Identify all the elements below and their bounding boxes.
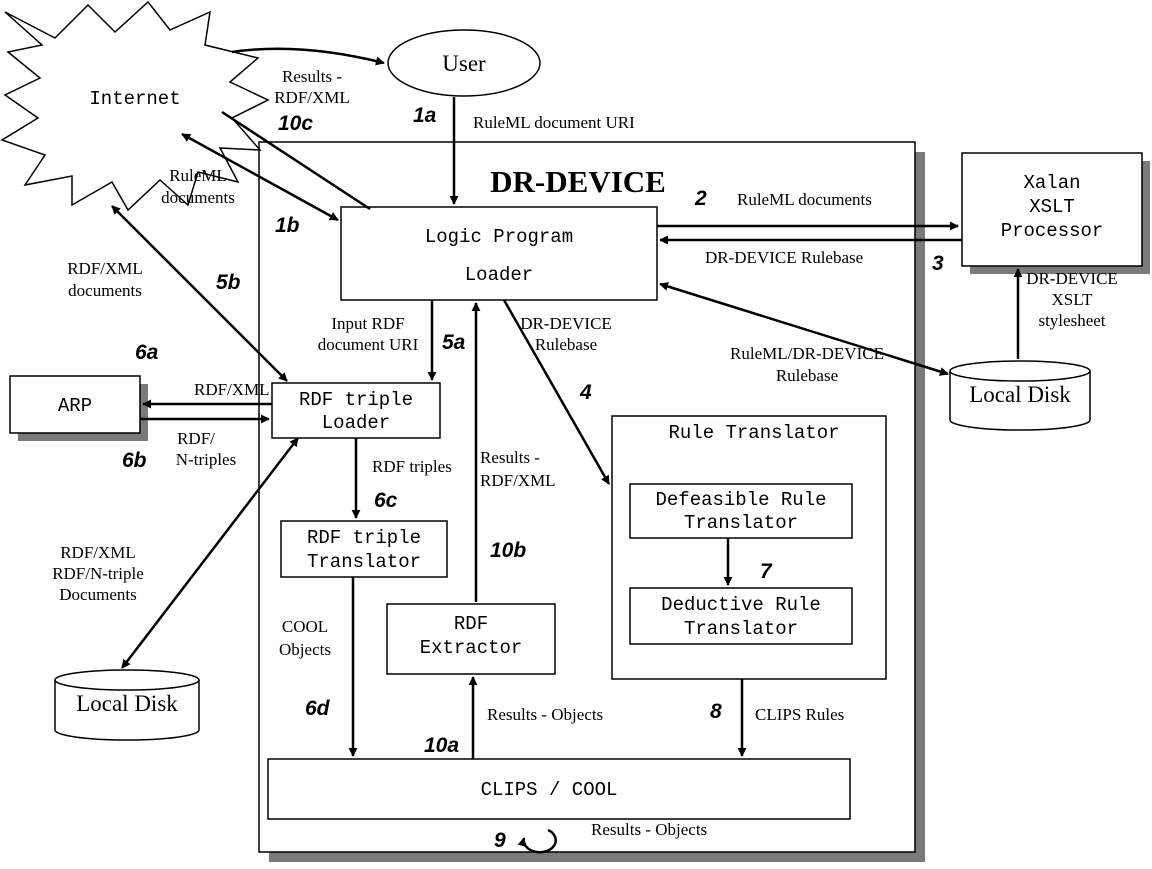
- label-rdf-ntriples-1: RDF/: [177, 429, 215, 448]
- edge-labels: Results - RDF/XML RuleML document URI Ru…: [52, 67, 1118, 839]
- user-label: User: [442, 51, 486, 76]
- label-rdfxml-docs-2: documents: [68, 281, 142, 300]
- step-2: 2: [694, 187, 707, 210]
- step-10b: 10b: [490, 539, 526, 562]
- label-cool-objects-2: Objects: [279, 640, 331, 659]
- label-results-objects-9: Results - Objects: [591, 820, 707, 839]
- defeasible-line1: Defeasible Rule: [655, 489, 826, 511]
- rdf-translator-line1: RDF triple: [307, 527, 421, 549]
- label-results-rdfxml-top-2: RDF/XML: [274, 88, 350, 107]
- step-10c: 10c: [278, 112, 313, 135]
- defeasible-line2: Translator: [684, 512, 798, 534]
- rdf-extractor-line2: Extractor: [420, 637, 523, 659]
- arp-label: ARP: [58, 395, 92, 417]
- rdf-loader-line2: Loader: [322, 412, 390, 434]
- step-8: 8: [710, 700, 722, 723]
- arrow-internet-rdfloader-5b: [111, 205, 288, 382]
- label-xslt-1: DR-DEVICE: [1026, 269, 1118, 288]
- label-input-rdf-1: Input RDF: [331, 314, 404, 333]
- label-results-rdfxml-mid-2: RDF/XML: [480, 471, 556, 490]
- arrow-internet-loader-1b: [181, 132, 339, 222]
- label-rdf-docs-2: RDF/N-triple: [52, 564, 144, 583]
- label-input-rdf-2: document URI: [318, 335, 419, 354]
- internet-cloud: Internet: [0, 0, 270, 212]
- deductive-line2: Translator: [684, 618, 798, 640]
- step-5b: 5b: [216, 271, 241, 294]
- label-ruleml-docs-left-1: RuleML: [169, 166, 227, 185]
- step-4: 4: [579, 381, 592, 404]
- logic-program-loader-box: Logic Program Loader: [340, 206, 658, 301]
- label-results-rdfxml-mid-1: Results -: [480, 448, 540, 467]
- arrow-clips-loop-9: [517, 828, 557, 854]
- label-drdevice-rulebase-mid-1: DR-DEVICE: [520, 314, 612, 333]
- local-disk-right-label: Local Disk: [969, 382, 1071, 407]
- arrow-loader-disk: [659, 282, 949, 376]
- clips-cool-label: CLIPS / COOL: [481, 779, 618, 801]
- rdf-extractor-box: RDF Extractor: [386, 603, 556, 675]
- deductive-line1: Deductive Rule: [661, 594, 821, 616]
- step-5a: 5a: [442, 331, 466, 354]
- label-results-objects-10a: Results - Objects: [487, 705, 603, 724]
- label-drdevice-rulebase-right: DR-DEVICE Rulebase: [705, 248, 863, 267]
- label-clips-rules: CLIPS Rules: [755, 705, 844, 724]
- label-rdf-docs-3: Documents: [59, 585, 136, 604]
- xalan-processor-box: Xalan XSLT Processor: [961, 152, 1150, 274]
- rdf-translator-line2: Translator: [307, 551, 421, 573]
- local-disk-right: Local Disk: [949, 360, 1091, 431]
- clips-cool-box: CLIPS / COOL: [267, 758, 851, 820]
- label-ruleml-drdevice-2: Rulebase: [776, 366, 838, 385]
- step-10a: 10a: [424, 734, 459, 757]
- dr-device-title: DR-DEVICE: [490, 164, 666, 199]
- xalan-line2: XSLT: [1029, 196, 1075, 218]
- arrow-internet-user: [231, 47, 385, 66]
- label-results-rdfxml-top-1: Results -: [282, 67, 342, 86]
- step-7: 7: [760, 560, 773, 583]
- arrow-loader-ruletranslator-4: [502, 299, 611, 485]
- label-ruleml-drdevice-1: RuleML/DR-DEVICE: [730, 344, 884, 363]
- arp-box: ARP: [9, 375, 148, 441]
- user-node: User: [387, 29, 541, 97]
- local-disk-left: Local Disk: [54, 669, 200, 741]
- arrow-rdfloader-disk: [121, 437, 299, 669]
- label-rdf-docs-1: RDF/XML: [60, 543, 136, 562]
- label-rdf-ntriples-2: N-triples: [176, 450, 236, 469]
- label-ruleml-uri: RuleML document URI: [473, 113, 635, 132]
- label-ruleml-docs-right: RuleML documents: [737, 190, 872, 209]
- step-6d: 6d: [305, 697, 331, 720]
- step-6c: 6c: [374, 489, 398, 512]
- internet-label: Internet: [89, 88, 180, 110]
- rdf-triple-loader-box: RDF triple Loader: [271, 382, 441, 439]
- label-ruleml-docs-left-2: documents: [161, 188, 235, 207]
- arrows: [111, 47, 1023, 854]
- step-9: 9: [494, 829, 506, 852]
- label-cool-objects-1: COOL: [282, 617, 328, 636]
- deductive-translator-box: [629, 587, 853, 645]
- label-drdevice-rulebase-mid-2: Rulebase: [535, 335, 597, 354]
- rdf-loader-line1: RDF triple: [299, 389, 413, 411]
- step-labels: 1a 1b 2 3 4 5a 5b 6a 6b 6c 6d 7 8 9 10a …: [122, 104, 944, 852]
- label-rdf-triples: RDF triples: [372, 457, 452, 476]
- defeasible-translator-box: [629, 483, 853, 539]
- step-1a: 1a: [413, 104, 437, 127]
- local-disk-left-label: Local Disk: [76, 691, 178, 716]
- step-6a: 6a: [135, 341, 159, 364]
- xalan-line3: Processor: [1001, 220, 1104, 242]
- logic-loader-line2: Loader: [465, 264, 533, 286]
- xalan-line1: Xalan: [1023, 172, 1080, 194]
- label-xslt-2: XSLT: [1052, 290, 1094, 309]
- step-3: 3: [932, 252, 944, 275]
- step-1b: 1b: [275, 214, 300, 237]
- label-rdfxml-docs-1: RDF/XML: [67, 259, 143, 278]
- logic-loader-line1: Logic Program: [425, 226, 573, 248]
- rdf-extractor-line1: RDF: [454, 613, 488, 635]
- label-xslt-3: stylesheet: [1038, 311, 1105, 330]
- label-rdf-xml: RDF/XML: [194, 380, 270, 399]
- rule-translator-box: Rule Translator Defeasible Rule Translat…: [611, 415, 887, 680]
- rdf-triple-translator-box: RDF triple Translator: [280, 520, 448, 578]
- step-6b: 6b: [122, 449, 147, 472]
- rule-translator-label: Rule Translator: [668, 422, 839, 444]
